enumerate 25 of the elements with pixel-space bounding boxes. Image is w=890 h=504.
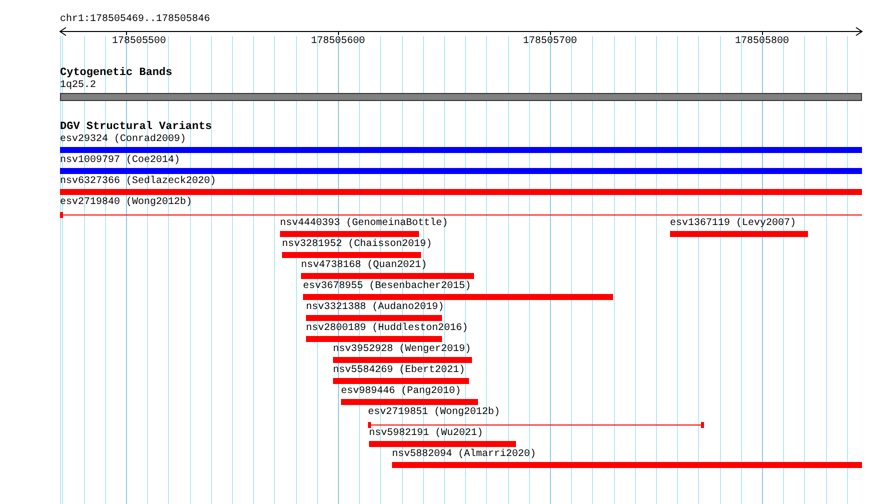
variant-label: esv2719851 (Wong2012b) (368, 407, 502, 419)
variant-label: nsv4440393 (GenomeinaBottle) (280, 218, 448, 230)
scale-tick-label: 178505800 (735, 36, 789, 47)
locus-coordinates: chr1:178505469..178505846 (60, 14, 210, 25)
variant-label: nsv3281952 (Chaisson2019) (282, 239, 432, 251)
variant-label: esv29324 (Conrad2009) (60, 134, 188, 146)
variant-label: nsv5982191 (Wu2021) (369, 428, 484, 440)
variant-label: esv3678955 (Besenbacher2015) (303, 281, 472, 293)
variant-label: esv2719840 (Wong2012b) (60, 197, 194, 209)
variant-label: nsv2800189 (Huddleston2016) (306, 323, 468, 335)
band-label: 1q25.2 (60, 80, 98, 92)
track-title: DGV Structural Variants (60, 121, 212, 133)
variant-label: esv989446 (Pang2010) (341, 386, 462, 398)
variant-label: nsv3321388 (Audano2019) (306, 302, 444, 314)
variant-label: esv1367119 (Levy2007) (670, 218, 798, 230)
track-title: Cytogenetic Bands (60, 67, 172, 79)
variant-label: nsv5882094 (Almarri2020) (392, 449, 538, 461)
variant-label: nsv4738168 (Quan2021) (301, 260, 428, 272)
scale-tick-label: 178505500 (112, 36, 166, 47)
variant-label: nsv3952928 (Wenger2019) (333, 344, 472, 356)
scale-tick-label: 178505600 (311, 36, 365, 47)
variant-label: nsv5584269 (Ebert2021) (333, 365, 466, 377)
scale-tick-label: 178505700 (523, 36, 577, 47)
variant-label: nsv1009797 (Coe2014) (60, 155, 182, 167)
variant-label: nsv6327366 (Sedlazeck2020) (60, 176, 218, 188)
